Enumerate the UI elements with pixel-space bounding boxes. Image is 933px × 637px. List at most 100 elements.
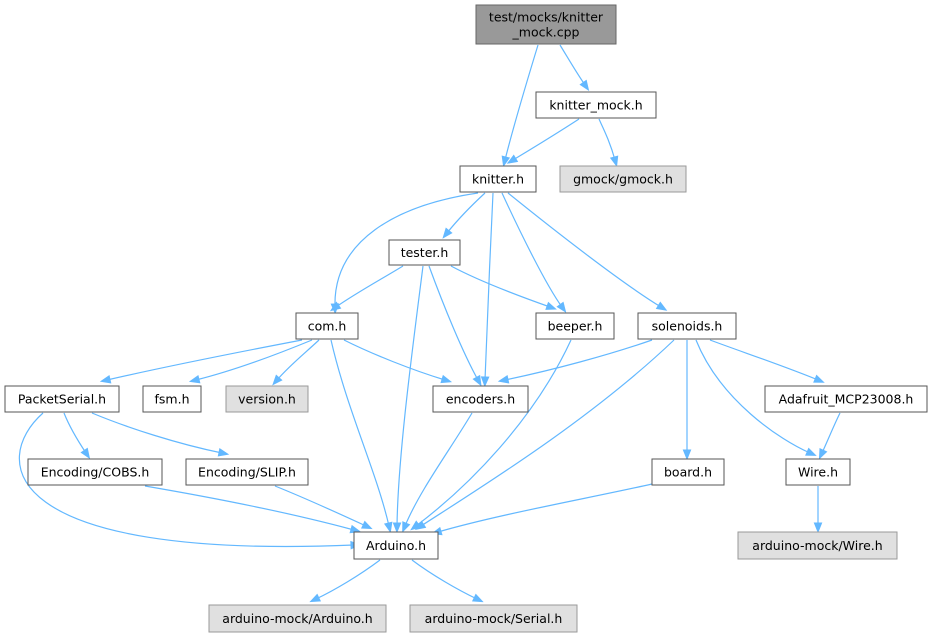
node-slip-h[interactable]: Encoding/SLIP.h <box>185 458 309 486</box>
node-encoders-h[interactable]: encoders.h <box>432 385 529 413</box>
arrowhead <box>402 521 411 533</box>
edge-knitter_h-to-beeper_h <box>501 192 567 313</box>
node-box <box>27 458 163 486</box>
edge-knitter_mock_h-to-gmock_h <box>598 118 619 168</box>
node-box <box>208 604 387 633</box>
edge-line <box>276 339 320 381</box>
edge-line <box>446 192 486 234</box>
arrowhead <box>682 449 692 461</box>
edge-com_h-to-arduino_h <box>330 339 393 534</box>
node-label: board.h <box>664 465 712 480</box>
node-knitter-h[interactable]: knitter.h <box>459 165 537 193</box>
node-label: com.h <box>308 319 347 334</box>
node-tester-h[interactable]: tester.h <box>388 239 461 266</box>
arrowhead <box>556 301 567 313</box>
edge-line <box>91 412 223 454</box>
edge-line <box>335 265 404 308</box>
node-box <box>764 385 928 413</box>
edge-line <box>504 339 653 381</box>
node-gmock-h[interactable]: gmock/gmock.h <box>559 165 687 193</box>
node-wire-h[interactable]: Wire.h <box>785 458 851 486</box>
arrowhead <box>497 375 510 384</box>
node-box <box>353 531 439 560</box>
edge-line <box>428 265 479 381</box>
arrowhead <box>471 593 484 603</box>
node-mock-wire-h[interactable]: arduino-mock/Wire.h <box>737 531 898 560</box>
edge-line <box>695 339 811 454</box>
edge-knitter_mock_cpp-to-knitter_h <box>501 44 539 168</box>
node-arduino-h[interactable]: Arduino.h <box>353 531 439 560</box>
node-box <box>535 91 657 119</box>
node-knitter-mock-cpp[interactable]: test/mocks/knitter_mock.cpp <box>475 4 617 45</box>
node-board-h[interactable]: board.h <box>651 458 725 486</box>
node-label: arduino-mock/Serial.h <box>425 611 563 626</box>
edge-line <box>144 485 355 531</box>
node-box <box>295 312 359 340</box>
edge-solenoids_h-to-encoders_h <box>497 339 653 384</box>
edge-line <box>450 265 551 308</box>
node-knitter-mock-h[interactable]: knitter_mock.h <box>535 91 657 119</box>
node-com-h[interactable]: com.h <box>295 312 359 340</box>
edge-tester_h-to-arduino_h <box>392 265 424 534</box>
node-box <box>737 531 898 560</box>
node-box <box>185 458 309 486</box>
node-label: fsm.h <box>155 392 190 407</box>
node-mcp23008-h[interactable]: Adafruit_MCP23008.h <box>764 385 928 413</box>
node-fsm-h[interactable]: fsm.h <box>142 385 202 413</box>
edge-line <box>334 192 479 308</box>
node-packetserial-h[interactable]: PacketSerial.h <box>4 385 120 413</box>
node-label: encoders.h <box>446 392 515 407</box>
node-box <box>535 312 615 340</box>
arrowhead <box>217 448 230 457</box>
edge-knitter_mock_h-to-knitter_h <box>506 118 580 164</box>
edge-line <box>396 265 424 527</box>
edge-line <box>507 192 662 308</box>
node-box <box>651 458 725 486</box>
arrowhead <box>442 227 453 239</box>
edge-tester_h-to-com_h <box>329 265 404 312</box>
edge-mcp23008_h-to-wire_h <box>818 412 841 460</box>
node-label: test/mocks/knitter <box>489 10 604 25</box>
node-box <box>225 385 309 413</box>
node-label: arduino-mock/Wire.h <box>752 538 882 553</box>
node-label: gmock/gmock.h <box>573 172 673 187</box>
arrowhead <box>655 301 668 311</box>
arrowhead <box>383 521 393 534</box>
arrowhead <box>80 447 91 460</box>
node-label: _mock.cpp <box>512 25 580 40</box>
edge-encoders_h-to-arduino_h <box>402 412 473 533</box>
node-version-h[interactable]: version.h <box>225 385 309 413</box>
edge-solenoids_h-to-board_h <box>682 340 692 461</box>
arrowhead <box>506 154 519 164</box>
node-label: Arduino.h <box>366 538 426 553</box>
node-box <box>475 4 617 45</box>
arrowhead <box>501 155 511 168</box>
edge-solenoids_h-to-mcp23008_h <box>709 339 825 383</box>
node-box <box>388 239 461 266</box>
node-cobs-h[interactable]: Encoding/COBS.h <box>27 458 163 486</box>
edge-solenoids_h-to-arduino_h <box>414 339 675 530</box>
edge-line <box>709 339 819 381</box>
arrowhead <box>818 448 828 460</box>
edge-com_h-to-encoders_h <box>343 339 453 384</box>
arrowhead <box>440 374 453 384</box>
arrowhead <box>579 79 590 92</box>
node-mock-serial-h[interactable]: arduino-mock/Serial.h <box>409 604 578 633</box>
arrowhead <box>609 155 619 168</box>
edge-knitter_mock_cpp-to-knitter_mock_h <box>559 44 590 92</box>
node-solenoids-h[interactable]: solenoids.h <box>637 312 737 340</box>
edge-packetserial_h-to-cobs_h <box>63 412 91 460</box>
arrowhead <box>309 593 322 603</box>
node-label: arduino-mock/Arduino.h <box>222 611 372 626</box>
edge-line <box>504 44 539 161</box>
node-mock-arduino-h[interactable]: arduino-mock/Arduino.h <box>208 604 387 633</box>
edge-line <box>330 339 390 527</box>
node-beeper-h[interactable]: beeper.h <box>535 312 615 340</box>
node-box <box>409 604 578 633</box>
edge-line <box>411 559 478 600</box>
edge-beeper_h-to-arduino_h <box>410 339 572 531</box>
edge-line <box>420 339 675 527</box>
edge-com_h-to-fsm_h <box>188 339 313 384</box>
node-box <box>4 385 120 413</box>
